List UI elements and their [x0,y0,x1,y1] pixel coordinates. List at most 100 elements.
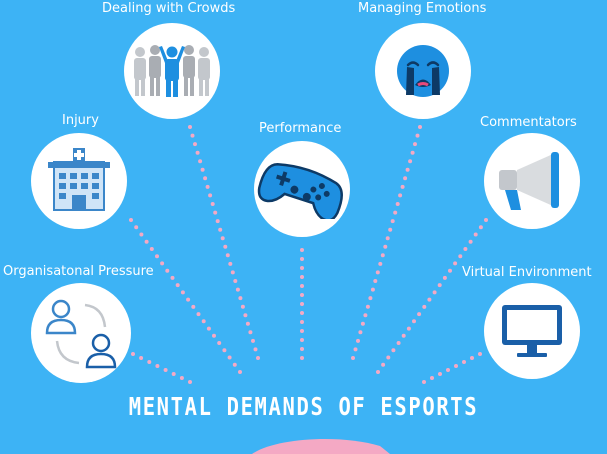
connector-dot [422,380,426,384]
connector-dot [230,270,235,275]
connector-dot [213,210,218,215]
dots-virtual-environment [422,352,482,384]
connector-dot [484,218,488,222]
connector-dot [155,364,160,368]
connector-dot [198,159,203,164]
connector-dot [300,347,304,351]
connector-dot [363,313,368,318]
connector-dot [235,287,240,292]
connector-dot [373,279,378,283]
connector-dot [406,326,411,331]
megaphone-icon [499,152,559,210]
connector-dot [179,376,184,380]
label-performance: Performance [259,121,342,136]
connector-dot [175,283,180,288]
connector-dot [144,239,149,244]
connector-dot [193,142,197,147]
connector-dot [134,225,139,230]
connector-dot [240,304,245,309]
connector-dot [388,227,393,232]
connector-dot [232,362,237,367]
connector-dot [171,372,176,376]
connector-dot [454,364,458,368]
connector-dot [300,311,304,315]
connector-dot [190,133,195,138]
connector-dot [427,297,432,302]
connector-dot [403,176,408,181]
connector-dot [417,312,422,317]
users-exchange-icon [45,299,117,369]
connector-dot [139,232,144,237]
connector-dot [251,338,255,343]
dots-commentators [376,218,488,374]
connector-dot [383,244,388,249]
connector-dot [200,167,205,172]
connector-dot [253,347,258,352]
connector-dot [233,279,238,283]
connector-dot [180,290,185,295]
connector-dot [412,319,416,324]
connector-dot [368,296,373,301]
dots-injury [129,218,242,374]
connector-dot [358,330,363,335]
node-injury [31,133,127,229]
connector-dot [300,266,304,270]
connector-dot [256,356,260,360]
connector-dot [415,133,420,138]
connector-dot [129,218,133,222]
connector-dot [201,319,206,324]
connector-dot [300,302,304,306]
node-managing-emotions [375,23,471,119]
connector-dot [212,333,216,338]
connector-dot [390,219,395,224]
connector-dot [300,338,304,342]
connector-dot [300,329,304,333]
connector-dot [147,360,152,364]
dots-managing-emotions [351,125,422,360]
connector-dot [170,275,175,280]
dots-performance [300,248,304,360]
connector-dot [478,352,482,356]
connector-dot [478,225,483,230]
connector-dot [393,210,398,215]
connector-dot [442,275,447,280]
connector-dot [131,352,135,356]
connector-dot [405,167,410,172]
connector-dot [188,125,192,129]
connector-dot [248,330,253,335]
node-performance [254,141,350,237]
connector-dot [238,370,242,374]
connector-dot [149,247,154,251]
connector-dot [188,380,192,384]
connector-dot [410,150,415,155]
label-dealing-with-crowds: Dealing with Crowds [102,1,236,16]
connector-dot [395,202,400,206]
label-commentators: Commentators [480,115,577,130]
connector-dot [300,320,304,324]
main-title: MENTAL DEMANDS OF ESPORTS [128,392,479,421]
label-managing-emotions: Managing Emotions [358,1,487,16]
connector-dot [300,248,304,252]
connector-dot [243,313,248,318]
connector-dot [385,236,390,241]
connector-dot [210,202,215,206]
connector-dot [360,321,365,326]
connector-dot [139,356,144,360]
connector-dot [453,261,458,266]
connector-dot [398,193,403,198]
connector-dot [386,355,391,360]
connector-dot [227,355,232,360]
hospital-icon [48,148,110,211]
connector-dot [422,304,427,309]
label-injury: Injury [62,113,99,128]
pink-blob [252,439,390,454]
connector-dot [470,356,474,360]
dots-organisational-pressure [131,352,192,384]
connector-dot [238,296,243,301]
connector-dot [163,368,168,372]
connector-dot [473,232,478,237]
connector-dot [165,268,170,273]
connector-dot [300,293,304,297]
connector-dot [300,356,304,360]
connector-dot [430,376,434,380]
